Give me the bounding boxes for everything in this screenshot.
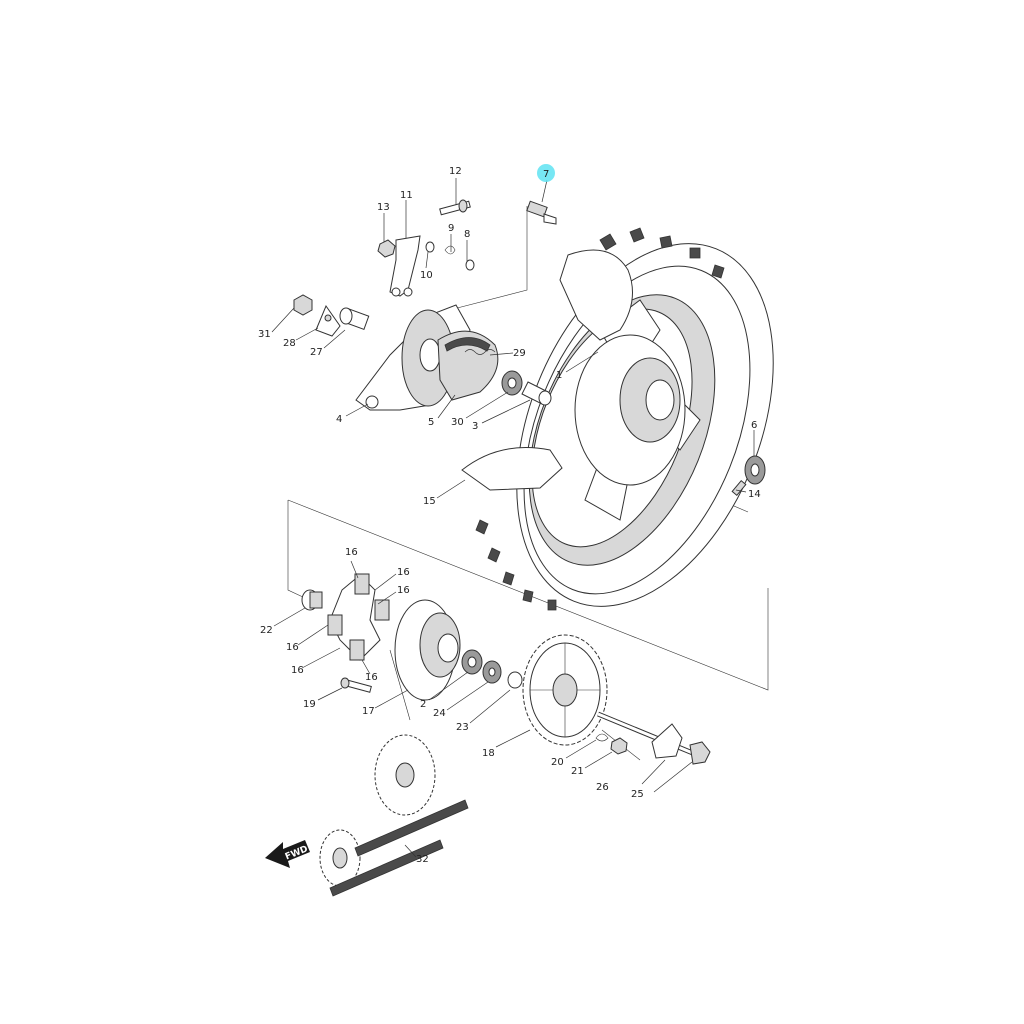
callout-8[interactable]: 8 (464, 229, 470, 240)
spring-clip-9[interactable] (444, 245, 456, 255)
tire-valve-7[interactable] (526, 200, 557, 225)
callout-29[interactable]: 29 (513, 348, 526, 359)
leader-lines (271, 178, 755, 858)
bearing-2[interactable] (461, 649, 483, 675)
callout-24[interactable]: 24 (433, 708, 446, 719)
callout-32[interactable]: 32 (416, 854, 429, 865)
rear-wheel-assembly[interactable] (461, 206, 823, 644)
callout-23[interactable]: 23 (456, 722, 469, 733)
callout-31[interactable]: 31 (258, 329, 271, 340)
sprocket-hub-17[interactable] (394, 599, 461, 701)
callout-17[interactable]: 17 (362, 706, 375, 717)
drive-chain-32[interactable] (319, 734, 469, 897)
callout-1[interactable]: 1 (556, 370, 562, 381)
driven-sprocket-18[interactable] (522, 634, 608, 746)
bearing-6[interactable] (744, 455, 766, 485)
clip-20[interactable] (595, 733, 609, 742)
forward-direction-arrow: FWD (265, 840, 310, 868)
bearing-30[interactable] (501, 370, 523, 396)
callout-21[interactable]: 21 (571, 766, 584, 777)
callout-11[interactable]: 11 (400, 190, 413, 201)
callout-26[interactable]: 26 (596, 782, 609, 793)
callout-25[interactable]: 25 (631, 789, 644, 800)
callout-7[interactable]: 7 (543, 169, 549, 180)
brake-arm-11[interactable] (389, 235, 421, 297)
bolt-12[interactable] (439, 199, 471, 216)
collar-22[interactable] (301, 589, 323, 611)
callout-22[interactable]: 22 (260, 625, 273, 636)
brake-spring-29[interactable] (464, 349, 496, 355)
callout-13[interactable]: 13 (377, 202, 390, 213)
callout-16f[interactable]: 16 (365, 672, 378, 683)
nut-21[interactable] (610, 737, 628, 755)
nut-13[interactable] (377, 239, 396, 258)
callout-4[interactable]: 4 (336, 414, 342, 425)
bolt-19[interactable] (340, 677, 372, 693)
highlight-marker-7 (537, 164, 555, 182)
callout-18[interactable]: 18 (482, 748, 495, 759)
callout-14[interactable]: 14 (748, 489, 761, 500)
o-ring-8[interactable] (465, 259, 475, 271)
callout-9[interactable]: 9 (448, 223, 454, 234)
plate-28[interactable] (315, 304, 341, 337)
chain-adjuster-26[interactable] (651, 723, 683, 759)
collar-27[interactable] (339, 307, 370, 330)
damper-rubbers-16[interactable] (327, 573, 390, 661)
callout-16a[interactable]: 16 (345, 547, 358, 558)
spacer-3[interactable] (521, 381, 552, 406)
fwd-label: FWD (284, 844, 310, 862)
callout-labels: 1 2 3 4 5 6 7 8 9 10 11 12 13 14 15 16 1… (258, 166, 761, 865)
brake-shoes-5[interactable] (437, 330, 499, 401)
callout-16b[interactable]: 16 (397, 567, 410, 578)
callout-16e[interactable]: 16 (291, 665, 304, 676)
callout-20[interactable]: 20 (551, 757, 564, 768)
callout-30[interactable]: 30 (451, 417, 464, 428)
collar-23[interactable] (507, 671, 523, 689)
tire-valve-14[interactable] (731, 480, 747, 496)
callout-6[interactable]: 6 (751, 420, 757, 431)
rear-axle-25[interactable] (597, 711, 711, 765)
callout-10[interactable]: 10 (420, 270, 433, 281)
callout-16d[interactable]: 16 (286, 642, 299, 653)
callout-3[interactable]: 3 (472, 421, 478, 432)
bearing-24[interactable] (482, 660, 502, 684)
callout-28[interactable]: 28 (283, 338, 296, 349)
callout-16c[interactable]: 16 (397, 585, 410, 596)
callout-15[interactable]: 15 (423, 496, 436, 507)
callout-19[interactable]: 19 (303, 699, 316, 710)
washer-10[interactable] (425, 241, 435, 253)
callout-5[interactable]: 5 (428, 417, 434, 428)
callout-27[interactable]: 27 (310, 347, 323, 358)
callout-12[interactable]: 12 (449, 166, 462, 177)
nut-31[interactable] (293, 294, 313, 316)
callout-2[interactable]: 2 (420, 699, 426, 710)
